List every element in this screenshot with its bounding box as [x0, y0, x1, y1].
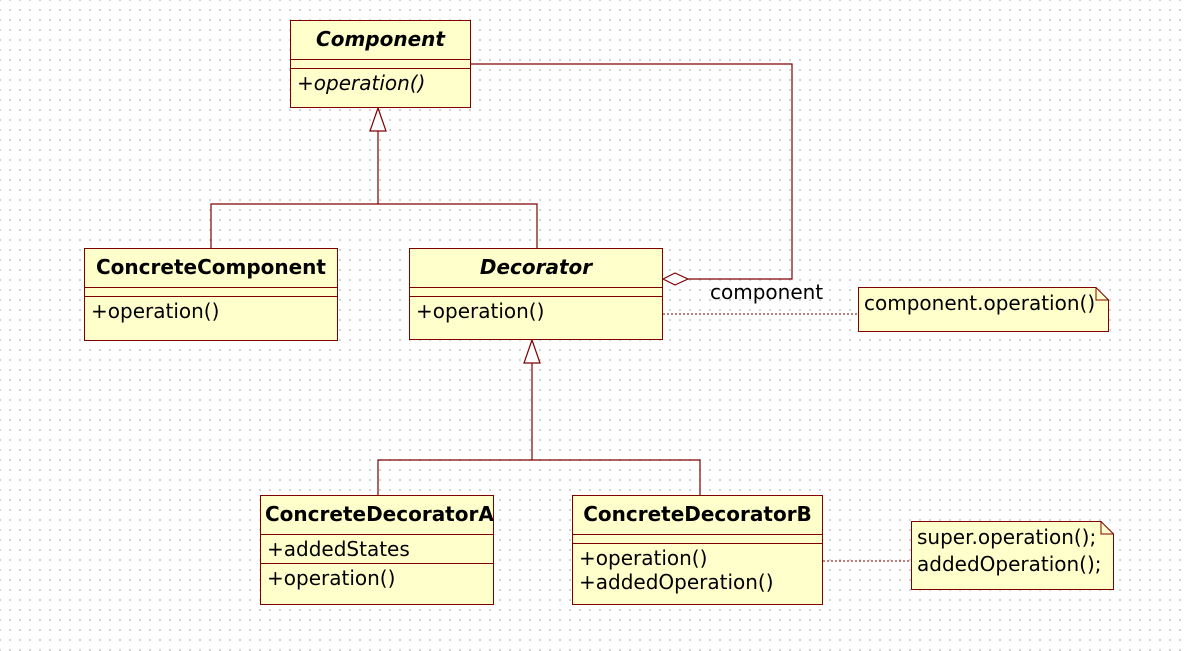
note-shape — [911, 521, 1114, 590]
attribute: +addedStates — [267, 537, 410, 561]
aggregation-line-component — [471, 63, 793, 280]
operation-compartment: +operation() — [410, 297, 662, 325]
attribute-compartment — [291, 60, 470, 69]
association-role-label: component — [710, 280, 824, 304]
attribute-compartment — [410, 288, 662, 297]
class-decorator[interactable]: Decorator +operation() — [409, 248, 663, 340]
operation: +operation() — [297, 71, 426, 95]
attribute-compartment — [573, 535, 822, 544]
class-name: Decorator — [410, 249, 662, 288]
class-concrete-component[interactable]: ConcreteComponent +operation() — [84, 248, 338, 341]
generalization-line-concrete-decorator-a — [377, 459, 532, 495]
operation: +operation() — [91, 299, 220, 323]
class-name: ConcreteDecoratorA — [261, 496, 494, 535]
generalization-line-concrete-component — [210, 203, 378, 248]
class-name: ConcreteDecoratorB — [573, 496, 822, 535]
operation-compartment: +operation() +addedOperation() — [573, 544, 822, 596]
operation-compartment: +operation() — [261, 564, 493, 592]
generalization-arrowhead-decorator — [523, 338, 541, 364]
operation: +operation() — [267, 566, 396, 590]
operation: +operation() — [579, 546, 708, 570]
class-name: Component — [291, 21, 470, 60]
generalization-line-decorator — [378, 203, 538, 248]
note-text: super.operation(); — [917, 525, 1097, 549]
class-concrete-decorator-a[interactable]: ConcreteDecoratorA +addedStates +operati… — [260, 495, 494, 605]
note-text: component.operation() — [864, 291, 1096, 315]
operation: +addedOperation() — [579, 570, 774, 594]
note-shape — [858, 287, 1109, 332]
operation-compartment: +operation() — [291, 69, 470, 97]
attribute-compartment: +addedStates — [261, 535, 493, 564]
class-name: ConcreteComponent — [85, 249, 337, 288]
generalization-line-concrete-decorator-b — [532, 459, 701, 495]
aggregation-diamond-decorator — [661, 272, 690, 286]
generalization-arrowhead-component — [369, 106, 387, 132]
attribute-compartment — [85, 288, 337, 297]
operation: +operation() — [416, 299, 545, 323]
class-concrete-decorator-b[interactable]: ConcreteDecoratorB +operation() +addedOp… — [572, 495, 823, 605]
note-decorator[interactable]: component.operation() — [858, 287, 1109, 332]
note-text: addedOperation(); — [917, 552, 1102, 576]
note-concrete-decorator-b[interactable]: super.operation(); addedOperation(); — [911, 521, 1114, 590]
class-component[interactable]: Component +operation() — [290, 20, 471, 108]
operation-compartment: +operation() — [85, 297, 337, 325]
